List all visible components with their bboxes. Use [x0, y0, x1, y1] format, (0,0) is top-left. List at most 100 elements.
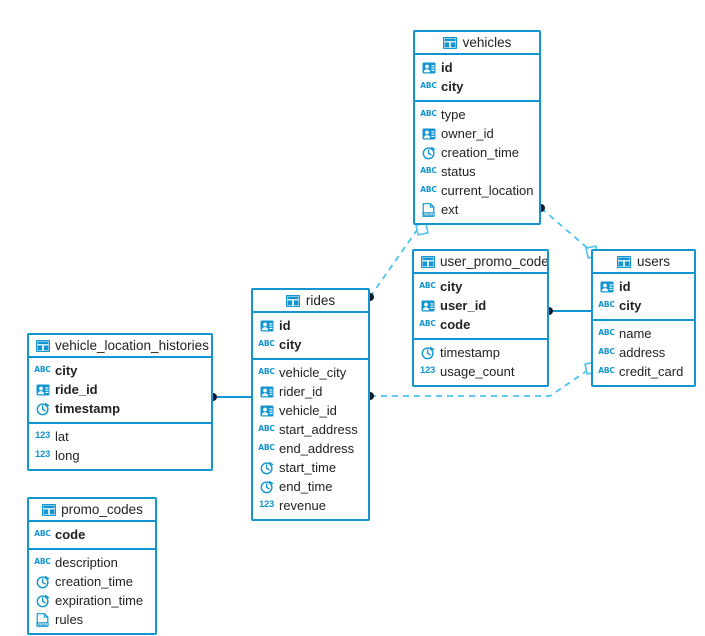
field-label: name: [619, 326, 652, 341]
table-icon: [41, 502, 56, 517]
clock-icon: [35, 593, 50, 608]
field-row[interactable]: ABC status: [415, 162, 539, 181]
field-row[interactable]: ride_id: [29, 380, 211, 399]
num-icon: 123: [420, 364, 435, 376]
abc-icon: ABC: [420, 165, 437, 175]
field-row[interactable]: id: [415, 58, 539, 77]
field-row[interactable]: ABC name: [593, 324, 694, 343]
field-row[interactable]: end_time: [253, 477, 368, 496]
abc-icon: ABC: [34, 364, 51, 374]
field-row[interactable]: vehicle_id: [253, 401, 368, 420]
field-label: user_id: [440, 298, 487, 313]
table-header[interactable]: vehicle_location_histories: [29, 335, 211, 358]
field-row[interactable]: id: [253, 316, 368, 335]
field-row[interactable]: owner_id: [415, 124, 539, 143]
table-icon: [35, 338, 50, 353]
field-row[interactable]: timestamp: [414, 343, 547, 362]
field-row[interactable]: rider_id: [253, 382, 368, 401]
field-label: current_location: [441, 183, 534, 198]
abc-icon: ABC: [420, 80, 437, 90]
field-label: revenue: [279, 498, 326, 513]
table-title: users: [636, 254, 670, 269]
field-row[interactable]: 123 lat: [29, 427, 211, 446]
field-row[interactable]: start_time: [253, 458, 368, 477]
field-label: id: [279, 318, 291, 333]
abc-icon: ABC: [598, 327, 615, 337]
num-icon: 123: [35, 429, 50, 441]
field-label: start_time: [279, 460, 337, 475]
field-row[interactable]: expiration_time: [29, 591, 155, 610]
field-row[interactable]: user_id: [414, 296, 547, 315]
table-icon: [420, 254, 435, 269]
clock-icon: [421, 145, 436, 160]
id-card-icon: [420, 298, 435, 313]
table-header[interactable]: users: [593, 251, 694, 274]
clock-icon: [259, 479, 274, 494]
field-row[interactable]: creation_time: [415, 143, 539, 162]
clock-icon: [35, 401, 50, 416]
abc-icon: ABC: [258, 366, 275, 376]
field-label: timestamp: [55, 401, 121, 416]
table-header[interactable]: vehicles: [415, 32, 539, 55]
abc-icon: ABC: [598, 299, 615, 309]
relationship-rides-to-vehicles: [369, 229, 418, 298]
field-label: lat: [55, 429, 69, 444]
abc-icon: ABC: [420, 108, 437, 118]
field-row[interactable]: ABC city: [415, 77, 539, 96]
field-label: code: [440, 317, 471, 332]
id-card-icon: [35, 382, 50, 397]
field-row[interactable]: creation_time: [29, 572, 155, 591]
table-title: rides: [305, 293, 336, 308]
id-card-icon: [599, 279, 614, 294]
table-icon: [443, 35, 458, 50]
table-icon: [617, 254, 632, 269]
field-label: city: [441, 79, 464, 94]
field-row[interactable]: id: [593, 277, 694, 296]
id-card-icon: [421, 60, 436, 75]
num-icon: 123: [35, 448, 50, 460]
field-label: rules: [55, 612, 84, 627]
table-header[interactable]: rides: [253, 290, 368, 313]
clock-icon: [259, 460, 274, 475]
table-title: vehicles: [462, 35, 512, 50]
field-label: status: [441, 164, 476, 179]
table-header[interactable]: user_promo_codes: [414, 251, 547, 274]
field-label: description: [55, 555, 118, 570]
table-title: promo_codes: [61, 502, 143, 517]
field-row[interactable]: timestamp: [29, 399, 211, 418]
table-header[interactable]: promo_codes: [29, 499, 155, 522]
field-label: rider_id: [279, 384, 323, 399]
clock-icon: [420, 345, 435, 360]
